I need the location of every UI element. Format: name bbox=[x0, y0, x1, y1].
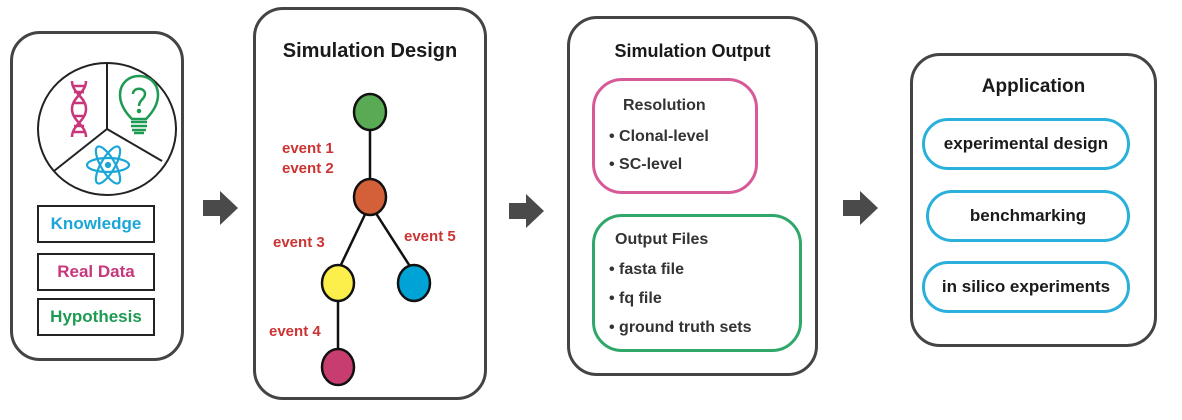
design-title: Simulation Design bbox=[282, 40, 458, 62]
output-file-item: • fq file bbox=[609, 290, 662, 307]
resolution-item: • SC-level bbox=[609, 156, 683, 173]
arrow-right-icon bbox=[203, 191, 238, 225]
event-label-5: event 5 bbox=[404, 228, 456, 245]
phylogeny-tree bbox=[320, 92, 432, 387]
application-item-in-silico-experiments: in silico experiments bbox=[922, 261, 1130, 313]
inputs-pie bbox=[37, 62, 177, 196]
resolution-title: Resolution bbox=[623, 97, 706, 114]
source-hypothesis: Hypothesis bbox=[37, 298, 155, 336]
lightbulb-question-icon bbox=[118, 74, 160, 135]
arrow-right-icon bbox=[509, 194, 544, 228]
output-files-box: Output Files • fasta file • fq file • gr… bbox=[592, 214, 802, 352]
tree-node-clone1 bbox=[352, 177, 388, 217]
dna-icon bbox=[70, 80, 88, 138]
application-item-experimental-design: experimental design bbox=[922, 118, 1130, 170]
application-panel: Application experimental design benchmar… bbox=[910, 53, 1157, 347]
resolution-item: • Clonal-level bbox=[609, 128, 709, 145]
design-panel: Simulation Design event 1 event 2 event … bbox=[253, 7, 487, 400]
event-label-4: event 4 bbox=[269, 323, 321, 340]
tree-node-root bbox=[352, 92, 388, 132]
source-knowledge: Knowledge bbox=[37, 205, 155, 243]
tree-node-clone2 bbox=[320, 263, 356, 303]
event-label-2: event 2 bbox=[282, 160, 334, 177]
output-file-item: • fasta file bbox=[609, 261, 684, 278]
application-item-benchmarking: benchmarking bbox=[926, 190, 1130, 242]
event-label-3: event 3 bbox=[273, 234, 325, 251]
output-title: Simulation Output bbox=[614, 41, 771, 61]
resolution-box: Resolution • Clonal-level • SC-level bbox=[592, 78, 758, 194]
output-file-item: • ground truth sets bbox=[609, 319, 752, 336]
event-label-1: event 1 bbox=[282, 140, 334, 157]
atom-icon bbox=[85, 145, 131, 185]
source-real-data: Real Data bbox=[37, 253, 155, 291]
application-title: Application bbox=[981, 76, 1086, 97]
inputs-panel: Knowledge Real Data Hypothesis bbox=[10, 31, 184, 361]
tree-node-clone3 bbox=[396, 263, 432, 303]
arrow-right-icon bbox=[843, 191, 878, 225]
output-panel: Simulation Output Resolution • Clonal-le… bbox=[567, 16, 818, 376]
output-files-title: Output Files bbox=[615, 231, 709, 248]
tree-node-clone4 bbox=[320, 347, 356, 387]
